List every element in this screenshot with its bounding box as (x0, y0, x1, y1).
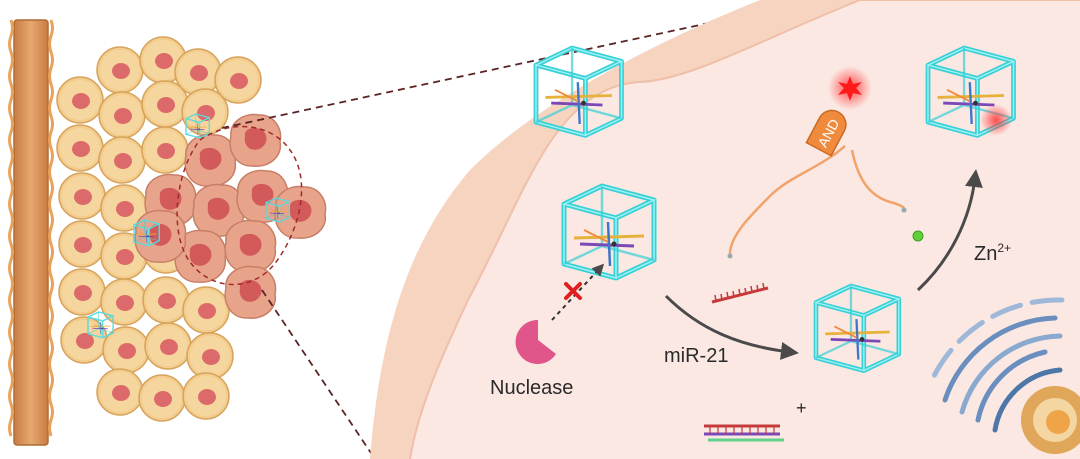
zoom-guide-lines (221, 11, 761, 459)
nuclease-label: Nuclease (490, 377, 573, 399)
mir21-label: miR-21 (664, 345, 728, 367)
nucleus (929, 297, 1080, 454)
fluorescence-signal-icon (828, 66, 872, 110)
and-gate-icon: AND (727, 109, 907, 259)
cell-zoom-panel: Nuclease miR-21 (370, 0, 1080, 459)
vessel-wall-edges (8, 19, 54, 437)
mir21-arrow (664, 294, 799, 360)
plus-sign: + (796, 398, 807, 418)
nuclease-attack-blocked (551, 263, 605, 321)
zn-label: Zn2+ (974, 241, 1011, 265)
mirna-strand-icon (711, 282, 769, 304)
vessel-wall (13, 19, 49, 446)
zn-arrow (916, 169, 983, 292)
duplex-icon (704, 424, 784, 442)
zoom-region-outline (176, 125, 303, 286)
membrane-line (409, 0, 1080, 459)
cell-interior (410, 0, 1080, 459)
cage-fluorescence-glow (980, 104, 1012, 136)
zinc-ion-icon (912, 230, 924, 242)
nuclease-icon (515, 319, 556, 364)
tissue-section (8, 19, 327, 446)
